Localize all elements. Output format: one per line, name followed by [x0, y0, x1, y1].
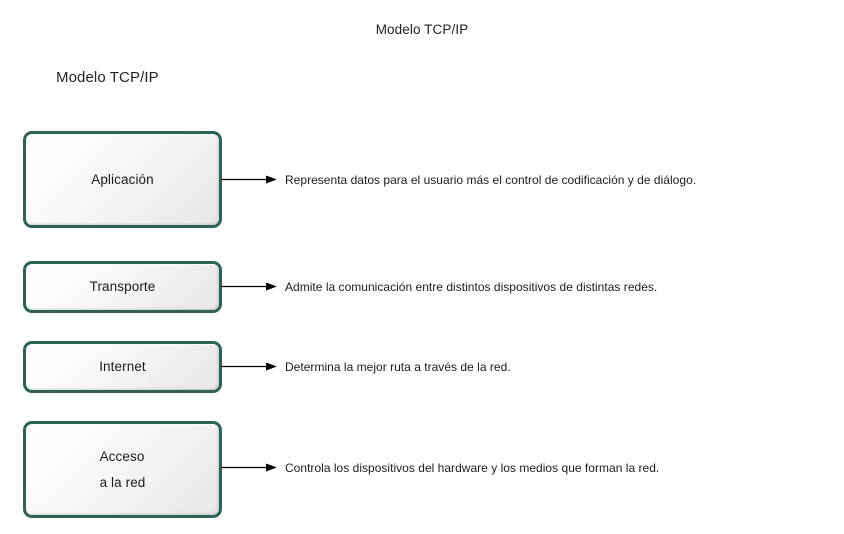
connector-arrow-transporte [221, 281, 277, 292]
layer-label-acceso-a-la-red: Acceso a la red [99, 448, 146, 490]
connector-arrow-internet [221, 361, 277, 372]
connector-arrow-acceso-a-la-red [221, 462, 277, 473]
layer-description-internet: Determina la mejor ruta a través de la r… [285, 360, 511, 374]
diagram-title-left: Modelo TCP/IP [56, 69, 159, 86]
layer-description-aplicacion: Representa datos para el usuario más el … [285, 173, 697, 187]
layer-label-transporte: Transporte [89, 279, 156, 294]
layer-description-acceso-a-la-red: Controla los dispositivos del hardware y… [285, 461, 660, 475]
layer-box-internet[interactable]: Internet [23, 341, 222, 393]
layer-box-aplicacion[interactable]: Aplicación [23, 131, 222, 228]
diagram-title-top: Modelo TCP/IP [375, 22, 469, 37]
layer-description-transporte: Admite la comunicación entre distintos d… [285, 280, 658, 294]
connector-arrow-aplicacion [221, 174, 277, 185]
layer-label-aplicacion: Aplicación [91, 171, 154, 187]
layer-label-internet: Internet [99, 359, 146, 374]
layer-box-acceso-a-la-red[interactable]: Acceso a la red [23, 421, 222, 518]
layer-box-transporte[interactable]: Transporte [23, 261, 222, 313]
